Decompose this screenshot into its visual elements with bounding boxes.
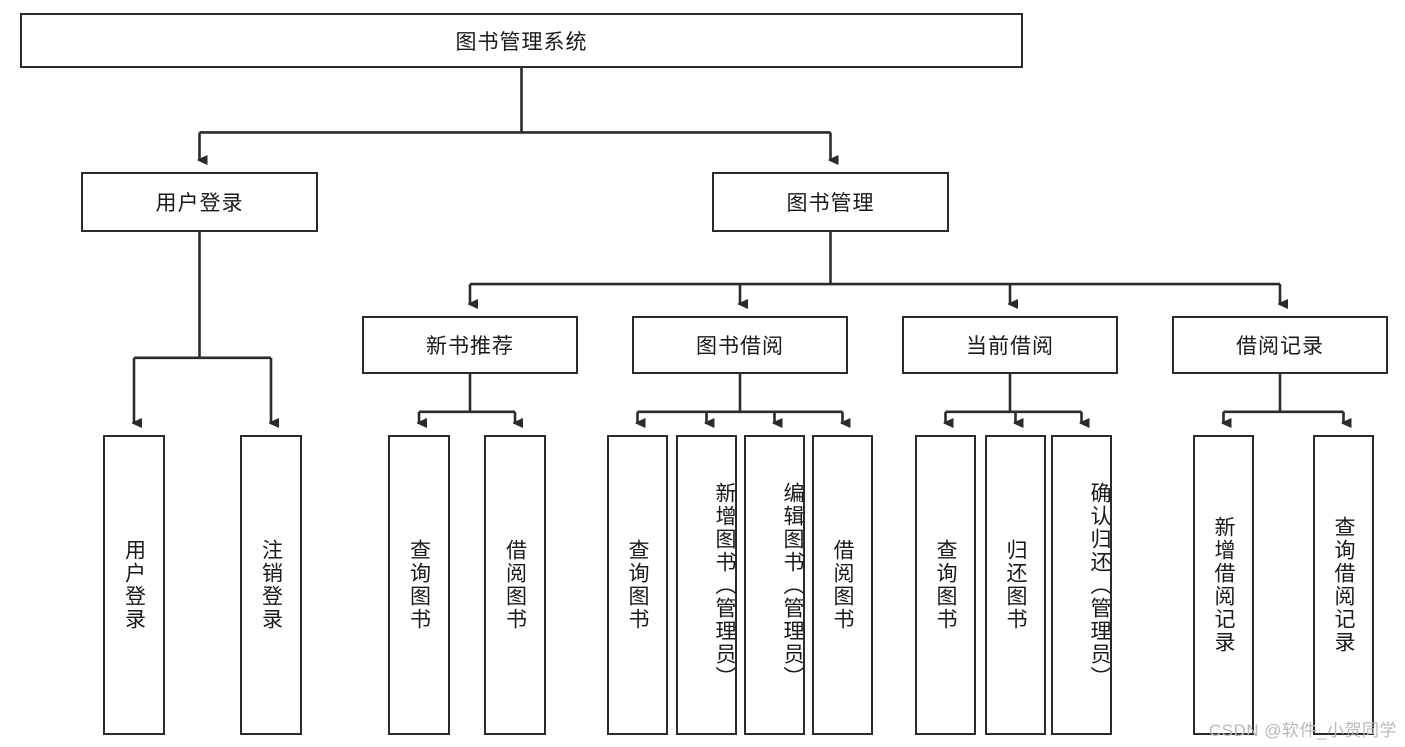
node-label: 注销登录 — [259, 539, 283, 631]
node-leaf-add-book: 新增图书（管理员） — [676, 435, 737, 735]
node-label: 编辑图书（管理员） — [781, 481, 804, 689]
node-label: 图书管理 — [786, 192, 875, 215]
node-leaf-confirm-return: 确认归还（管理员） — [1051, 435, 1112, 735]
node-new-book-recommend: 新书推荐 — [362, 316, 578, 374]
node-book-borrow: 图书借阅 — [632, 316, 848, 374]
node-label: 新增图书（管理员） — [713, 481, 736, 689]
node-leaf-query-book-recommend: 查询图书 — [388, 435, 450, 735]
node-book-manage: 图书管理 — [712, 172, 949, 232]
node-label: 确认归还（管理员） — [1088, 481, 1111, 689]
node-leaf-logout: 注销登录 — [240, 435, 302, 735]
node-leaf-edit-book: 编辑图书（管理员） — [744, 435, 805, 735]
node-label: 查询图书 — [407, 539, 431, 631]
csdn-watermark: CSDN @软件_小贺同学 — [1208, 721, 1397, 740]
node-label: 查询借阅记录 — [1332, 516, 1355, 654]
node-label: 用户登录 — [155, 192, 244, 215]
node-label: 图书借阅 — [696, 335, 784, 358]
node-label: 借阅图书 — [831, 539, 854, 631]
node-borrow-record: 借阅记录 — [1172, 316, 1388, 374]
node-label: 用户登录 — [122, 539, 146, 631]
node-root: 图书管理系统 — [20, 13, 1023, 68]
node-label: 借阅记录 — [1236, 335, 1324, 358]
node-label: 查询图书 — [626, 539, 649, 631]
node-label: 归还图书 — [1004, 539, 1027, 631]
node-label: 图书管理系统 — [455, 30, 588, 54]
node-leaf-return-book: 归还图书 — [985, 435, 1046, 735]
node-user-login: 用户登录 — [81, 172, 318, 232]
node-leaf-borrow-book: 借阅图书 — [812, 435, 873, 735]
node-leaf-add-borrow-record: 新增借阅记录 — [1193, 435, 1254, 735]
node-label: 借阅图书 — [503, 539, 527, 631]
node-leaf-user-login: 用户登录 — [103, 435, 165, 735]
node-label: 当前借阅 — [966, 335, 1054, 358]
node-label: 新增借阅记录 — [1212, 516, 1235, 654]
node-label: 新书推荐 — [426, 335, 514, 358]
node-leaf-query-book-current: 查询图书 — [915, 435, 976, 735]
node-label: 查询图书 — [934, 539, 957, 631]
node-current-borrow: 当前借阅 — [902, 316, 1118, 374]
node-leaf-query-book-borrow: 查询图书 — [607, 435, 668, 735]
node-leaf-borrow-book-recommend: 借阅图书 — [484, 435, 546, 735]
node-leaf-query-borrow-record: 查询借阅记录 — [1313, 435, 1374, 735]
